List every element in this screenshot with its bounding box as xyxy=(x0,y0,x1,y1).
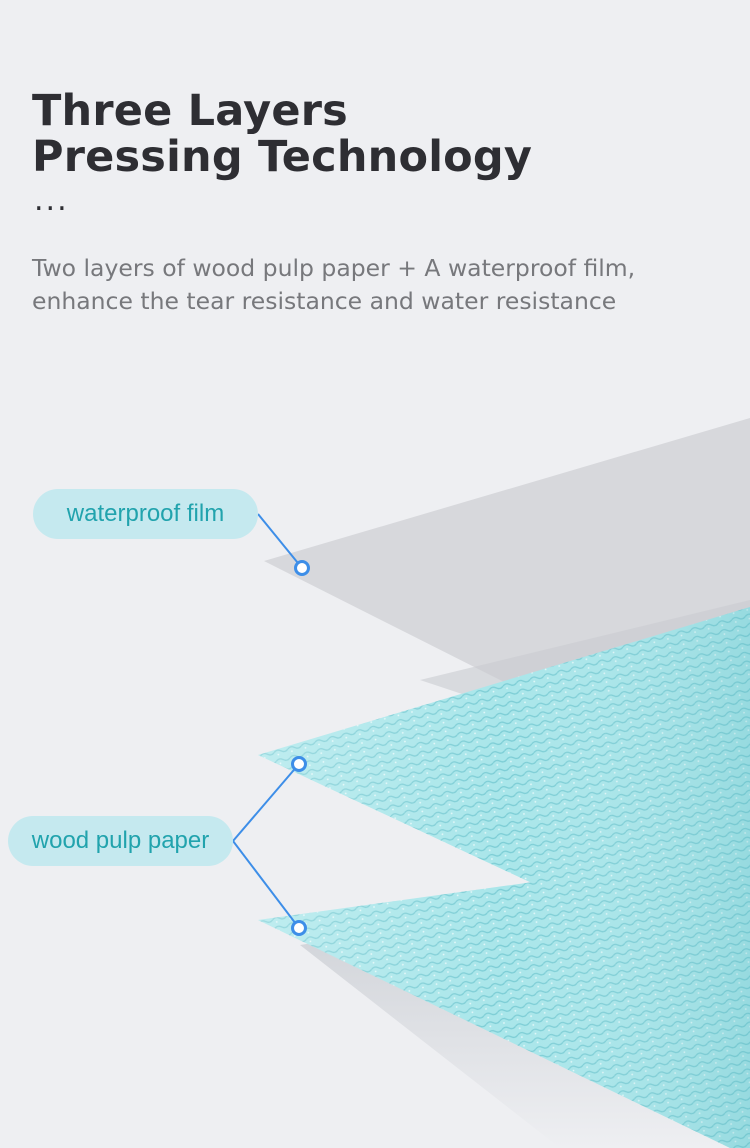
title-line-2: Pressing Technology xyxy=(32,132,533,182)
subtitle-line-2: enhance the tear resistance and water re… xyxy=(32,287,617,315)
title-line-1: Three Layers xyxy=(32,86,348,136)
pulp-connector-line-lower xyxy=(232,840,300,929)
title-ellipsis: ... xyxy=(34,183,69,218)
page-title: Three Layers Pressing Technology xyxy=(32,88,532,180)
pulp-marker-dot-lower xyxy=(291,920,307,936)
pulp-marker-dot-upper xyxy=(291,756,307,772)
wood-pulp-paper-label: wood pulp paper xyxy=(8,816,233,866)
film-marker-dot xyxy=(294,560,310,576)
subtitle-line-1: Two layers of wood pulp paper + A waterp… xyxy=(32,254,636,282)
wood-pulp-layer-lower-shade xyxy=(258,852,750,1148)
film-connector-line xyxy=(257,513,303,569)
pulp-connector-line-upper xyxy=(232,763,300,842)
page-subtitle: Two layers of wood pulp paper + A waterp… xyxy=(32,252,635,318)
waterproof-film-label: waterproof film xyxy=(33,489,258,539)
